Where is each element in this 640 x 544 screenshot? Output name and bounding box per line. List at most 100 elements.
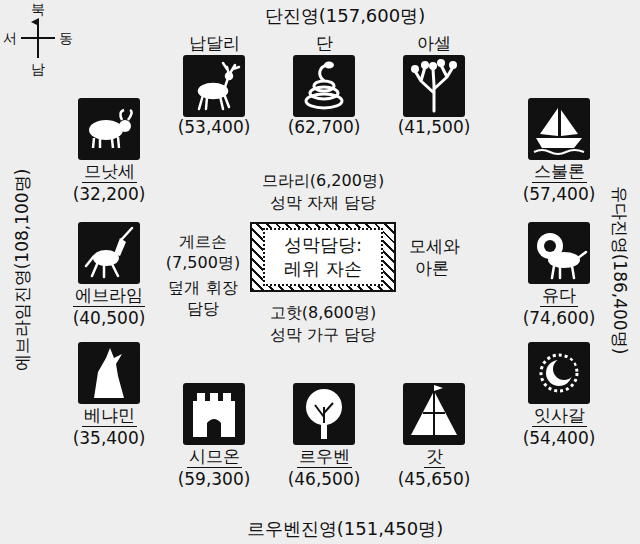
sun-rays (541, 355, 577, 391)
icon-space (403, 54, 465, 116)
icon-tile (528, 342, 590, 404)
label-text: 모세와 아론 (409, 235, 455, 279)
tent-icon (403, 383, 465, 445)
deer-icon (183, 55, 245, 117)
label-text: 므라리(6,200명) (262, 170, 384, 191)
tribe-node: 유다(74,600) (511, 222, 607, 329)
leaf (429, 62, 437, 70)
icon-tile (78, 222, 140, 284)
icon-tile (78, 98, 140, 160)
icon-tile (78, 342, 140, 404)
tribe-name: 에브라임 (73, 284, 145, 307)
tribe-count: (62,700) (288, 116, 361, 138)
tower-wall (193, 401, 235, 437)
tribe-count: (41,500) (398, 116, 471, 138)
lion-limbs (552, 252, 586, 278)
ship-wave (534, 150, 584, 154)
tribe-count: (74,600) (523, 307, 596, 329)
icon-space (183, 383, 245, 445)
ox-body (89, 120, 123, 140)
icon-space (528, 342, 590, 404)
ship-hull (536, 138, 582, 148)
leaf (421, 61, 429, 69)
tower-gate (207, 419, 221, 437)
camp-label: 에브라임진영(108,100명) (11, 169, 33, 372)
unicorn-icon (78, 222, 140, 284)
unicorn-neck (114, 238, 126, 256)
tribe-count: (59,300) (178, 468, 251, 490)
tribe-name: 스불론 (532, 160, 587, 183)
compass (21, 22, 55, 58)
tribe-node: 므낫세(32,200) (61, 98, 157, 205)
lion-icon (528, 222, 590, 284)
icon-tile (403, 383, 465, 445)
tribe-node: 베냐민(35,400) (61, 342, 157, 449)
battlement (210, 393, 218, 401)
moon-shadow (553, 358, 575, 380)
ship-sail (561, 110, 578, 136)
tree-icon (403, 55, 465, 117)
icon-tile (183, 383, 245, 445)
snake-coil (314, 81, 334, 91)
ship-sail (540, 108, 558, 136)
battlement (197, 393, 205, 401)
snake-head (324, 62, 334, 69)
compass-line (21, 37, 55, 39)
icon-tile (528, 98, 590, 160)
label-text: 단진영(157,600명) (265, 4, 425, 27)
tribe-name: 유다 (540, 284, 578, 307)
compass-line (37, 22, 39, 58)
tribe-count: (40,500) (73, 307, 146, 329)
tribe-count: (35,400) (73, 427, 146, 449)
snake-icon (293, 55, 355, 117)
tribe-name: 갓 (424, 445, 445, 468)
icon-tile (403, 55, 465, 117)
battlement (223, 393, 231, 401)
ox-limbs (93, 110, 132, 148)
ox-head (119, 120, 131, 132)
wolf-icon (78, 342, 140, 404)
ship-icon (528, 98, 590, 160)
sun-moon-icon (528, 342, 590, 404)
tribe-node: 갓(45,650) (386, 383, 482, 490)
icon-space (78, 98, 140, 160)
tribe-node: 스불론(57,400) (511, 98, 607, 205)
icon-tile (293, 383, 355, 445)
deer-legs (199, 94, 229, 109)
tribe-count: (32,200) (73, 183, 146, 205)
tribe-count: (54,400) (523, 427, 596, 449)
tribe-count: (57,400) (523, 183, 596, 205)
compass-label: 동 (59, 29, 73, 48)
icon-space (183, 54, 245, 116)
ox-icon (78, 98, 140, 160)
icon-space (528, 222, 590, 284)
tribe-count: (53,400) (178, 116, 251, 138)
camp-label: 유다진영(186,400명) (609, 186, 631, 355)
tribe-name: 므낫세 (82, 160, 137, 183)
deer-head (226, 73, 232, 79)
tribe-node: 아셀(41,500) (386, 32, 482, 138)
deer-antlers (223, 63, 239, 87)
tribe-node: 시므온(59,300) (166, 383, 262, 490)
wolf-shape (94, 348, 124, 398)
tree-veins (315, 403, 333, 439)
icon-space (293, 54, 355, 116)
tribe-node: 잇사갈(54,400) (511, 342, 607, 449)
icon-space (78, 342, 140, 404)
tribe-name: 단 (316, 32, 333, 54)
tabernacle-box: 성막담당: 레위 자손 (250, 222, 396, 292)
icon-space (293, 383, 355, 445)
icon-space (528, 98, 590, 160)
icon-tile (183, 55, 245, 117)
tribe-count: (46,500) (288, 468, 361, 490)
compass-label: 북 (31, 0, 45, 19)
leaf (449, 61, 457, 69)
tribe-name: 잇사갈 (532, 404, 587, 427)
tabernacle-title: 성막담당: 레위 자손 (263, 228, 383, 286)
label-text: 덮개 휘장 담당 (161, 277, 245, 319)
leaf (437, 59, 445, 67)
icon-tile (293, 55, 355, 117)
label-text: 고핫(8,600명) (270, 302, 376, 323)
lion-face (544, 240, 556, 252)
compass-label: 서 (3, 29, 17, 48)
